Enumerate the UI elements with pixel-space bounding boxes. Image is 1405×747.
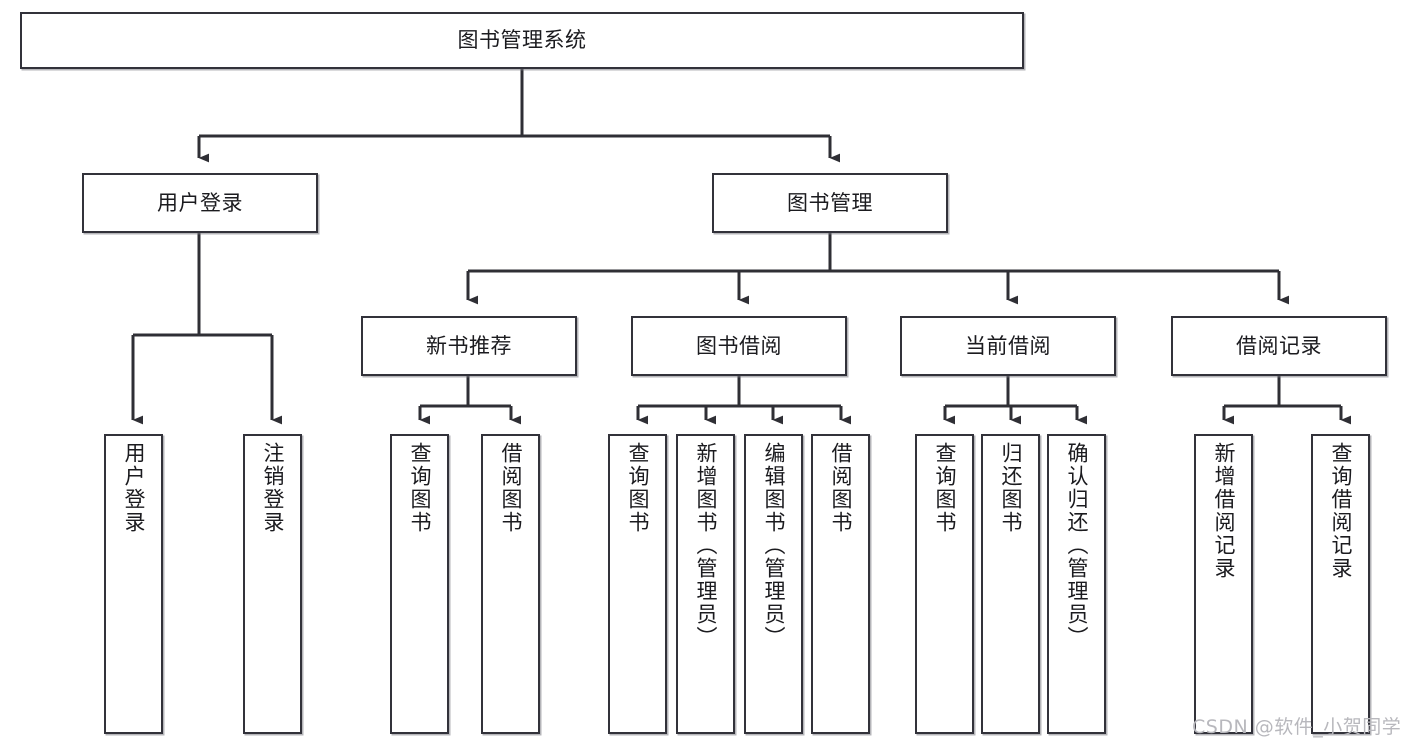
node-root-book-management-system[interactable]: 图书管理系统 [20,12,1024,69]
node-book-management[interactable]: 图书管理 [712,173,948,233]
node-book-borrow[interactable]: 图书借阅 [631,316,847,376]
node-leaf-edit-book[interactable]: 编辑图书（管理员） [744,434,803,734]
node-leaf-add-borrow-record[interactable]: 新增借阅记录 [1194,434,1253,734]
node-leaf-add-borrow-record-label: 新增借阅记录 [1212,442,1237,580]
node-root-label: 图书管理系统 [457,28,587,53]
node-leaf-confirm-return[interactable]: 确认归还（管理员） [1047,434,1106,734]
node-current-borrow[interactable]: 当前借阅 [900,316,1116,376]
node-leaf-query-book-1-label: 查询图书 [408,442,433,534]
node-user-login-label: 用户登录 [157,190,243,215]
node-leaf-query-book-2[interactable]: 查询图书 [608,434,667,734]
node-leaf-add-book[interactable]: 新增图书（管理员） [676,434,735,734]
node-leaf-confirm-return-label: 确认归还（管理员） [1065,442,1090,649]
node-leaf-query-book-3-label: 查询图书 [933,442,958,534]
node-leaf-user-login[interactable]: 用户登录 [104,434,163,734]
node-new-book-recommend[interactable]: 新书推荐 [361,316,577,376]
node-leaf-add-book-label: 新增图书（管理员） [694,442,719,649]
csdn-watermark-text: CSDN @软件_小贺同学 [1192,716,1402,738]
node-leaf-query-book-1[interactable]: 查询图书 [390,434,449,734]
node-leaf-logout-login[interactable]: 注销登录 [243,434,302,734]
node-leaf-query-borrow-record-label: 查询借阅记录 [1329,442,1354,580]
node-leaf-query-borrow-record[interactable]: 查询借阅记录 [1311,434,1370,734]
node-current-borrow-label: 当前借阅 [965,333,1051,358]
node-borrow-record[interactable]: 借阅记录 [1171,316,1387,376]
node-leaf-borrow-book-2-label: 借阅图书 [829,442,854,534]
csdn-watermark: CSDN @软件_小贺同学 [1192,712,1401,739]
node-book-borrow-label: 图书借阅 [696,333,782,358]
node-leaf-borrow-book-1[interactable]: 借阅图书 [481,434,540,734]
node-leaf-borrow-book-2[interactable]: 借阅图书 [811,434,870,734]
node-user-login[interactable]: 用户登录 [82,173,318,233]
node-leaf-return-book-label: 归还图书 [999,442,1024,534]
node-leaf-return-book[interactable]: 归还图书 [981,434,1040,734]
node-new-book-recommend-label: 新书推荐 [426,333,512,358]
node-leaf-query-book-3[interactable]: 查询图书 [915,434,974,734]
node-borrow-record-label: 借阅记录 [1236,333,1322,358]
node-book-management-label: 图书管理 [787,190,873,215]
node-leaf-query-book-2-label: 查询图书 [626,442,651,534]
node-leaf-edit-book-label: 编辑图书（管理员） [762,442,787,649]
node-leaf-user-login-label: 用户登录 [122,442,147,534]
node-leaf-logout-login-label: 注销登录 [261,442,286,534]
node-leaf-borrow-book-1-label: 借阅图书 [499,442,524,534]
